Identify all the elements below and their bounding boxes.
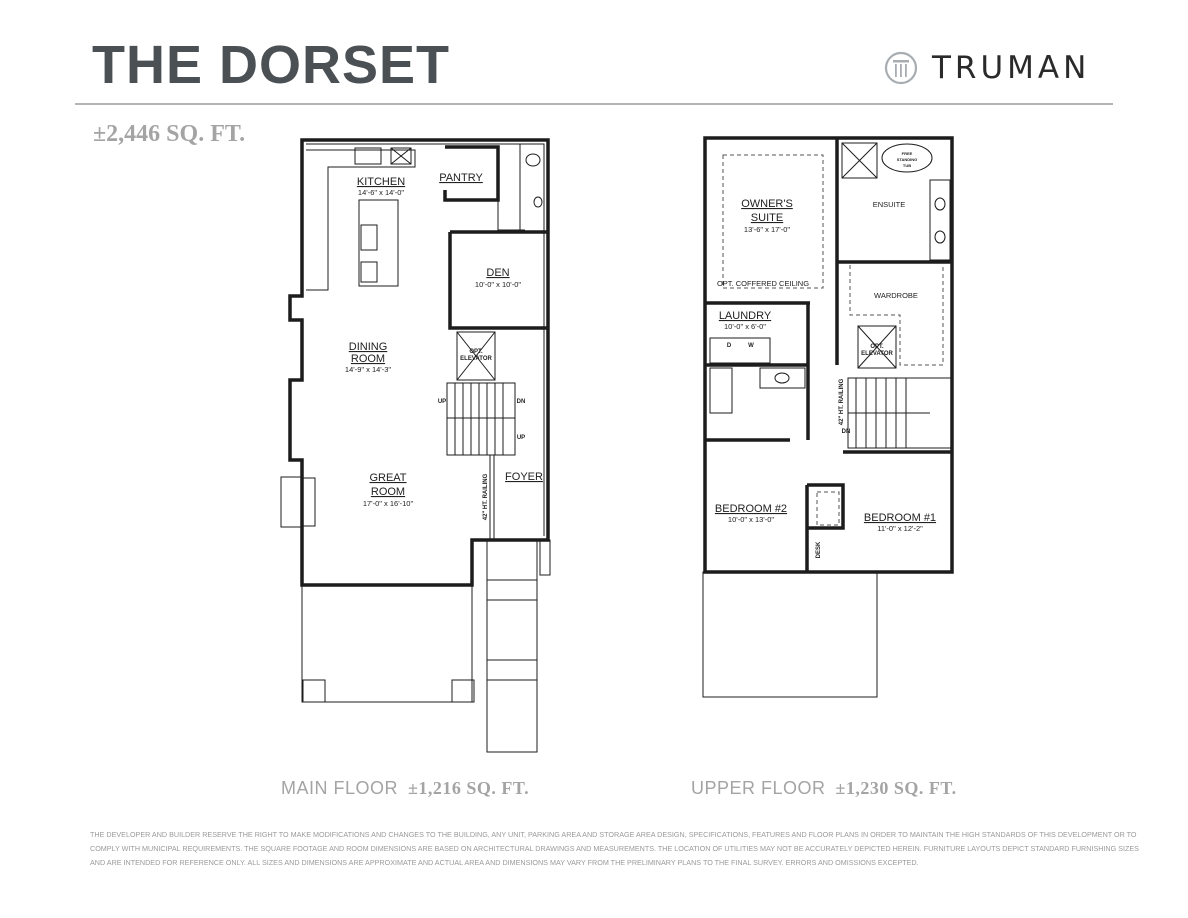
upper-floor-plan: OWNER'S SUITE 13'-6" x 17'-0" OPT. COFFE… <box>702 136 954 698</box>
main-floor-plan: KITCHEN 14'-6" x 14'-0" PANTRY DEN 10'-0… <box>280 138 551 753</box>
desk-label: DESK <box>816 541 822 558</box>
main-floor-name: MAIN FLOOR <box>281 778 399 798</box>
main-floor-area: ±1,216 SQ. FT. <box>408 778 530 798</box>
elevator-label-1: OPT. <box>870 344 884 350</box>
room-kitchen-dims: 14'-6" x 14'-0" <box>358 188 404 197</box>
room-dining-line1: DINING <box>349 341 388 353</box>
railing-label: 42" HT. RAILING <box>839 378 845 425</box>
room-laundry: LAUNDRY <box>719 310 772 322</box>
railing-label: 42" HT. RAILING <box>483 473 489 520</box>
room-bedroom-2: BEDROOM #2 <box>715 503 787 515</box>
elevator-label-2: ELEVATOR <box>460 356 492 362</box>
room-laundry-dims: 10'-0" x 6'-0" <box>724 322 766 331</box>
room-owners-dims: 13'-6" x 17'-0" <box>744 225 790 234</box>
tub-label-1: FREE <box>902 151 913 156</box>
stair-up-label: UP <box>438 399 446 405</box>
page-title: THE DORSET <box>92 35 451 95</box>
stair-up-label-2: UP <box>517 435 525 441</box>
room-pantry: PANTRY <box>439 172 483 184</box>
room-owners-line2: SUITE <box>751 212 783 224</box>
elevator-label-1: OPT. <box>469 349 483 355</box>
dryer-label: D <box>727 343 732 349</box>
room-kitchen: KITCHEN <box>357 176 405 188</box>
brand-logo: TRUMAN <box>884 50 1090 86</box>
legal-disclaimer: The developer and builder reserve the ri… <box>90 830 1139 867</box>
room-owners-line1: OWNER'S <box>741 198 793 210</box>
elevator-label-2: ELEVATOR <box>861 351 893 357</box>
stair-down-label: DN <box>517 399 526 405</box>
tub-label-3: TUB <box>903 163 911 168</box>
upper-floor-label: UPPER FLOOR ±1,230 SQ. FT. <box>691 778 957 799</box>
room-bedroom-1: BEDROOM #1 <box>864 512 936 524</box>
column-pillar-icon <box>884 51 918 85</box>
room-great-dims: 17'-0" x 16'-10" <box>363 499 414 508</box>
room-den-dims: 10'-0" x 10'-0" <box>475 280 521 289</box>
upper-floor-area: ±1,230 SQ. FT. <box>835 778 957 798</box>
room-bedroom-2-dims: 10'-0" x 13'-0" <box>728 515 774 524</box>
total-area: ±2,446 SQ. FT. <box>93 121 246 147</box>
room-ensuite: ENSUITE <box>873 200 906 209</box>
upper-floor-name: UPPER FLOOR <box>691 778 826 798</box>
stair-down-label: DN <box>842 429 851 435</box>
room-bedroom-1-dims: 11'-0" x 12'-2" <box>877 524 923 533</box>
room-great-line1: GREAT <box>369 472 406 484</box>
room-great-line2: ROOM <box>371 486 405 498</box>
room-dining-line2: ROOM <box>351 353 385 365</box>
coffered-ceiling-note: OPT. COFFERED CEILING <box>717 279 809 288</box>
main-floor-label: MAIN FLOOR ±1,216 SQ. FT. <box>281 778 529 799</box>
tub-label-2: STANDING <box>897 157 918 162</box>
room-dining-dims: 14'-9" x 14'-3" <box>345 365 391 374</box>
brand-name: TRUMAN <box>932 50 1091 86</box>
room-foyer: FOYER <box>505 471 543 483</box>
washer-label: W <box>748 343 754 349</box>
header-divider <box>75 103 1113 105</box>
room-wardrobe: WARDROBE <box>874 291 918 300</box>
room-den: DEN <box>486 267 509 279</box>
